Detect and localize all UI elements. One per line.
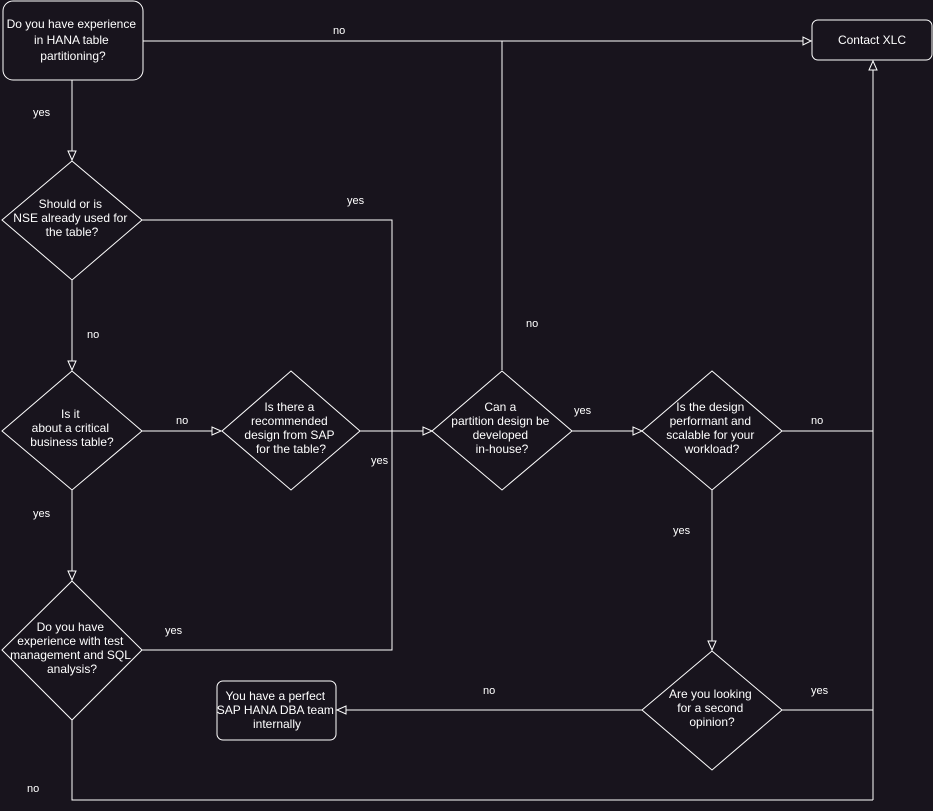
edge-label-inhouse-no: no — [526, 318, 538, 330]
edge-label-critical-yes: yes — [33, 508, 51, 520]
edges — [67, 36, 878, 801]
edge-label-second-yes: yes — [811, 685, 829, 697]
edge-label-performant-no: no — [811, 415, 823, 427]
edge-label-second-no: no — [483, 685, 495, 697]
edge-label-testmgmt-no: no — [27, 783, 39, 795]
node-second[interactable]: Are you looking for a second opinion? — [641, 650, 783, 771]
arrowhead-inhouse — [422, 426, 434, 436]
node-testmgmt-diamond — [1, 580, 143, 721]
node-perfect-label: You have a perfect SAP HANA DBA team int… — [217, 689, 338, 731]
arrowhead-perfect — [335, 705, 347, 715]
node-inhouse-label: Can a partition design be developed in-h… — [451, 400, 552, 456]
arrowhead-contact-left — [802, 36, 813, 46]
edge-label-recommended-yes: yes — [371, 455, 389, 467]
edge-labels: no yes yes no no yes yes no yes no yes y… — [27, 25, 829, 795]
edge-testmgmt-to-contact — [71, 720, 873, 801]
node-perfect-box — [216, 680, 337, 741]
node-recommended-label: Is there a recommended design from SAP f… — [244, 400, 337, 456]
node-contact[interactable]: Contact XLC — [811, 19, 933, 61]
edge-label-nse-no: no — [87, 329, 99, 341]
node-inhouse-diamond — [431, 370, 573, 491]
arrowhead-critical — [67, 360, 77, 372]
node-contact-label: Contact XLC — [838, 33, 906, 47]
node-perfect[interactable]: You have a perfect SAP HANA DBA team int… — [216, 680, 338, 741]
node-inhouse[interactable]: Can a partition design be developed in-h… — [431, 370, 573, 491]
node-nse-diamond — [1, 160, 143, 281]
arrowhead-second — [707, 640, 717, 652]
edge-testmgmt-to-inhouse — [142, 431, 393, 651]
node-performant[interactable]: Is the design performant and scalable fo… — [641, 370, 783, 491]
node-recommended-diamond — [221, 370, 361, 491]
node-second-diamond — [641, 650, 783, 771]
node-critical-label: Is it about a critical business table? — [30, 407, 114, 449]
edge-nse-to-inhouse — [142, 219, 393, 431]
node-nse-label: Should or is NSE already used for the ta… — [13, 197, 130, 239]
node-second-label: Are you looking for a second opinion? — [669, 687, 755, 729]
node-performant-label: Is the design performant and scalable fo… — [666, 400, 757, 456]
arrowhead-recommended — [211, 426, 223, 436]
node-testmgmt-label: Do you have experience with test managem… — [10, 620, 134, 676]
node-experience[interactable]: Do you have experience in HANA table par… — [2, 0, 144, 81]
node-nse[interactable]: Should or is NSE already used for the ta… — [1, 160, 143, 281]
arrowhead-performant — [632, 426, 644, 436]
arrowhead-testmgmt — [67, 570, 77, 582]
node-testmgmt[interactable]: Do you have experience with test managem… — [1, 580, 143, 721]
arrowhead-contact-bottom — [868, 59, 878, 71]
arrowhead-nse — [67, 150, 77, 162]
edge-label-nse-yes: yes — [347, 195, 365, 207]
node-performant-diamond — [641, 370, 783, 491]
edge-label-experience-yes: yes — [33, 107, 51, 119]
node-recommended[interactable]: Is there a recommended design from SAP f… — [221, 370, 361, 491]
node-contact-box — [811, 19, 933, 61]
edge-label-critical-no: no — [176, 415, 188, 427]
node-critical[interactable]: Is it about a critical business table? — [1, 370, 143, 491]
node-critical-diamond — [1, 370, 143, 491]
node-experience-label: Do you have experience in HANA table par… — [7, 17, 140, 63]
node-experience-box — [2, 0, 144, 81]
edge-label-testmgmt-yes: yes — [165, 625, 183, 637]
edge-label-performant-yes: yes — [673, 525, 691, 537]
edge-label-experience-no: no — [333, 25, 345, 37]
edge-label-inhouse-yes: yes — [574, 405, 592, 417]
